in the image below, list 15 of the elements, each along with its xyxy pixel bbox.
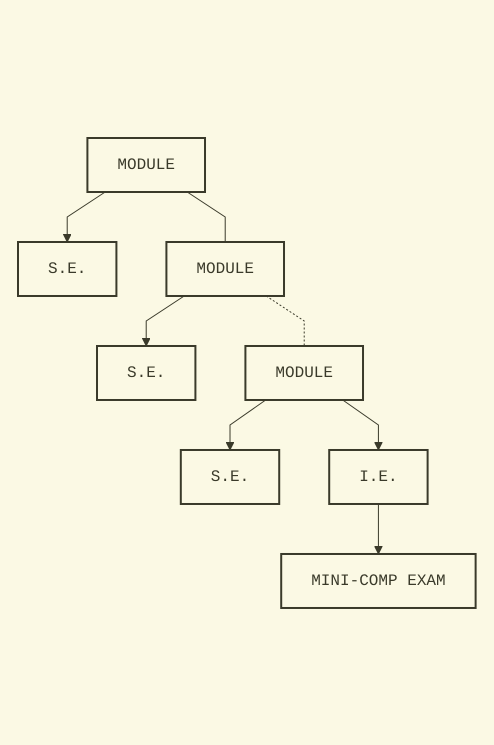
arrow bbox=[342, 399, 383, 450]
arrow bbox=[142, 295, 185, 346]
node-box: MODULE bbox=[244, 344, 364, 400]
node-box: S.E. bbox=[180, 448, 280, 504]
node-box: S.E. bbox=[96, 344, 197, 400]
arrow bbox=[374, 503, 383, 554]
arrow bbox=[226, 399, 266, 450]
node-box: MINI-COMP EXAM bbox=[280, 552, 477, 608]
arrow bbox=[63, 191, 106, 242]
node-box: S.E. bbox=[17, 240, 118, 296]
node-box: MODULE bbox=[86, 136, 206, 192]
node-box: I.E. bbox=[328, 448, 429, 504]
connector bbox=[186, 191, 226, 242]
node-box: MODULE bbox=[166, 240, 286, 296]
connector bbox=[266, 295, 305, 346]
